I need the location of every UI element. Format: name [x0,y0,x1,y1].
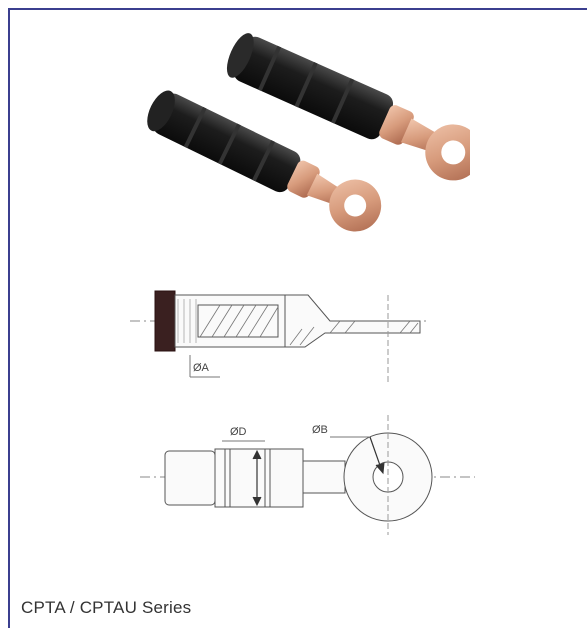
product-card: ØA ØD ØB [8,8,587,628]
dimension-d-label: ØD [230,426,247,438]
dimension-a-label: ØA [193,362,210,374]
cable-lug-technical-drawing-icon: ØA ØD ØB [130,290,475,535]
cable-lug-photo-icon [147,33,470,232]
product-caption: CPTA / CPTAU Series [21,598,192,617]
dimension-b-label: ØB [312,424,328,436]
